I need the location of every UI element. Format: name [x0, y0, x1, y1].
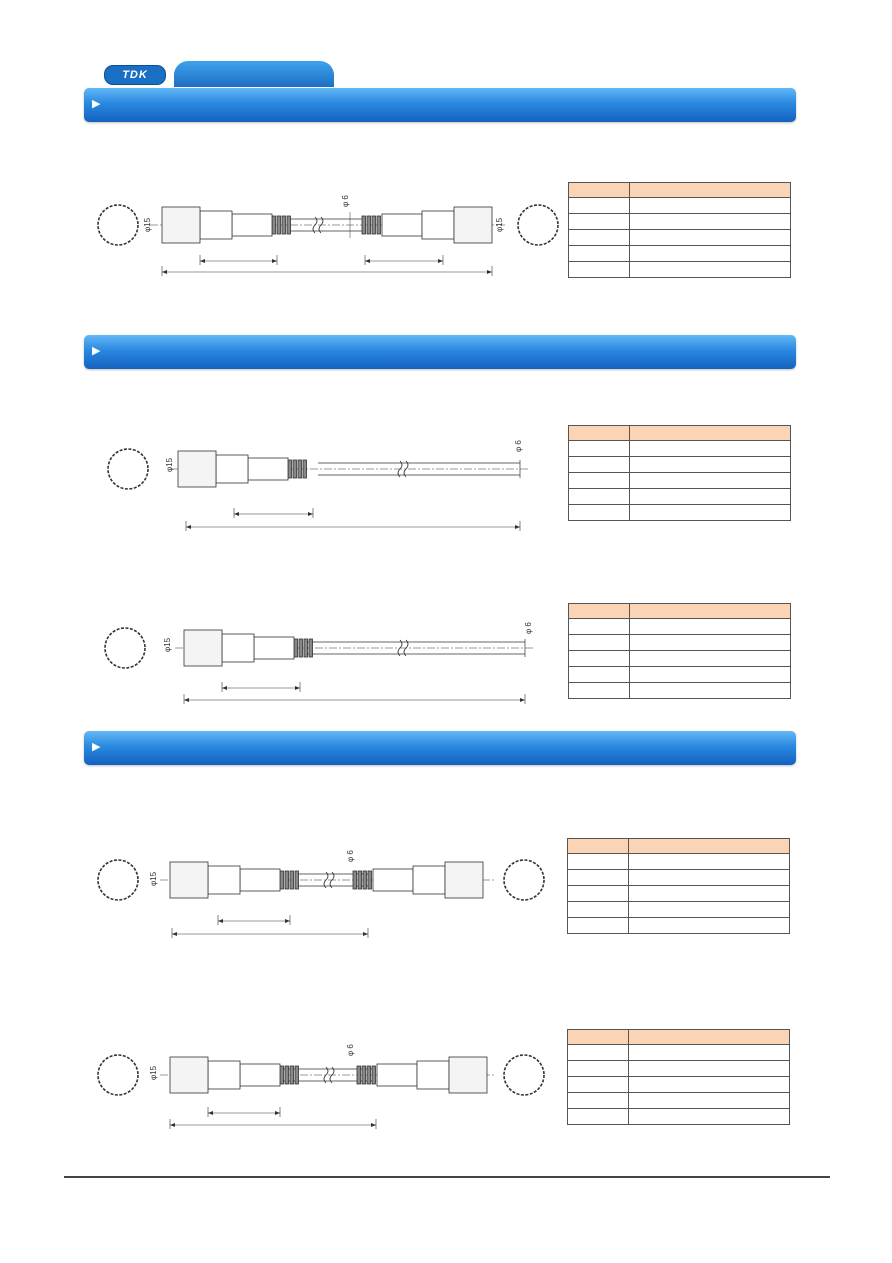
dim-label-phi15-5: φ15	[149, 871, 158, 886]
conn-5a-rib	[284, 1065, 289, 1085]
conn-4b-grip	[372, 868, 414, 892]
dim-label-phi6-3: φ 6	[524, 622, 533, 634]
spec-table-4	[567, 838, 790, 934]
conn-5b-rib	[361, 1065, 366, 1085]
conn-3-rib	[303, 638, 308, 658]
conn-2-rib	[297, 459, 302, 479]
cable-1-break	[312, 216, 318, 234]
spec-table-1	[568, 182, 791, 278]
brand-logo: TDK	[104, 65, 166, 85]
conn-5a-rib	[279, 1065, 284, 1085]
conn-2-grip	[247, 457, 289, 481]
spec-table-2	[568, 425, 791, 521]
spec-table-3	[568, 603, 791, 699]
conn-4a-rib	[284, 870, 289, 890]
right-triangle-icon: ▶	[92, 345, 101, 357]
conn-1a-body	[199, 210, 233, 240]
conn-5b-rib	[356, 1065, 361, 1085]
face-1b-outer	[517, 204, 559, 246]
conn-5b-rib	[366, 1065, 371, 1085]
section-band-1: ▶	[84, 88, 796, 122]
conn-2-rib	[302, 459, 307, 479]
conn-2-nut	[177, 450, 217, 488]
conn-5b-rib	[371, 1065, 376, 1085]
conn-5a-body	[207, 1060, 241, 1090]
dim-label-phi15-3: φ15	[165, 457, 174, 472]
conn-1b-rib	[371, 215, 376, 235]
conn-1a-nut	[161, 206, 201, 244]
conn-3-rib	[293, 638, 298, 658]
conn-4a-body	[207, 865, 241, 895]
conn-1a-rib	[286, 215, 291, 235]
conn-5a-nut	[169, 1056, 209, 1094]
section-band-3: ▶	[84, 731, 796, 765]
conn-5b-body	[416, 1060, 450, 1090]
face-3-outer	[104, 627, 146, 669]
conn-3-grip	[253, 636, 295, 660]
face-1a-outer	[97, 204, 139, 246]
conn-1b-rib	[376, 215, 381, 235]
face-4a-outer	[97, 859, 139, 901]
conn-1b-rib	[366, 215, 371, 235]
conn-2-rib	[287, 459, 292, 479]
spec-table-5	[567, 1029, 790, 1125]
conn-1a-rib	[271, 215, 276, 235]
face-5b-outer	[503, 1054, 545, 1096]
conn-4b-body	[412, 865, 446, 895]
conn-1a-rib	[281, 215, 286, 235]
conn-5a-rib	[294, 1065, 299, 1085]
dim-label-phi6-2: φ 6	[514, 440, 523, 452]
conn-4a-nut	[169, 861, 209, 899]
logo-text: TDK	[122, 69, 148, 81]
header-tab	[174, 61, 334, 87]
conn-5a-rib	[289, 1065, 294, 1085]
conn-3-rib	[308, 638, 313, 658]
dim-label-phi6-1: φ 6	[341, 195, 350, 207]
conn-4b-rib	[357, 870, 362, 890]
conn-1b-body	[421, 210, 455, 240]
dim-label-phi15-6: φ15	[149, 1065, 158, 1080]
right-triangle-icon: ▶	[92, 741, 101, 753]
dim-label-phi15-1: φ15	[143, 217, 152, 232]
conn-4b-rib	[362, 870, 367, 890]
footer-rule	[64, 1176, 830, 1178]
conn-4b-rib	[367, 870, 372, 890]
dim-label-phi6-4: φ 6	[346, 850, 355, 862]
conn-3-rib	[298, 638, 303, 658]
conn-1b-rib	[361, 215, 366, 235]
conn-5a-grip	[239, 1063, 281, 1087]
conn-4b-rib	[352, 870, 357, 890]
face-5a-outer	[97, 1054, 139, 1096]
conn-4a-rib	[289, 870, 294, 890]
conn-4a-rib	[279, 870, 284, 890]
right-triangle-icon: ▶	[92, 98, 101, 110]
conn-4a-rib	[294, 870, 299, 890]
section-band-2: ▶	[84, 335, 796, 369]
dim-label-phi15-2: φ15	[495, 217, 504, 232]
conn-3-body	[221, 633, 255, 663]
face-4b-outer	[503, 859, 545, 901]
conn-2-body	[215, 454, 249, 484]
conn-1a-rib	[276, 215, 281, 235]
conn-2-rib	[292, 459, 297, 479]
conn-1b-nut	[453, 206, 493, 244]
conn-4b-nut	[444, 861, 484, 899]
conn-1a-grip	[231, 213, 273, 237]
dim-label-phi6-5: φ 6	[346, 1044, 355, 1056]
conn-5b-grip	[376, 1063, 418, 1087]
conn-1b-grip	[381, 213, 423, 237]
conn-3-nut	[183, 629, 223, 667]
face-2-outer	[107, 448, 149, 490]
dim-label-phi15-4: φ15	[163, 637, 172, 652]
conn-4a-grip	[239, 868, 281, 892]
conn-5b-nut	[448, 1056, 488, 1094]
